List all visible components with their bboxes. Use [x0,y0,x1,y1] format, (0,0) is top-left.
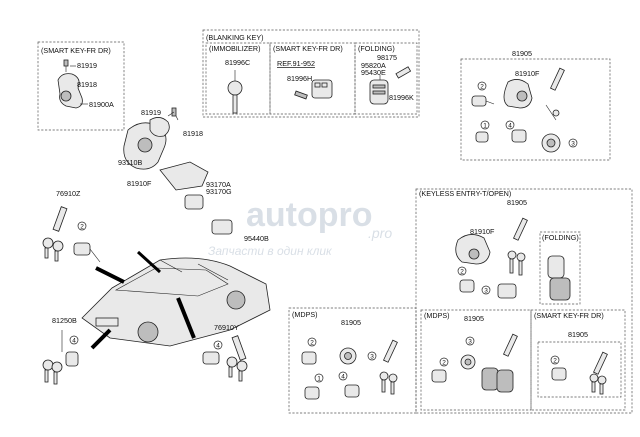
group-title-mdps-left: (MDPS) [292,310,318,319]
group-title-smart-key-fr-dr-mid: (SMART KEY-FR DR) [273,44,343,53]
part-93110b: 93110B [118,158,142,167]
group-title-smart-key-fr-dr-top: (SMART KEY-FR DR) [41,46,111,55]
callout-4-trunk: 4 [72,338,76,345]
callout-3-mdps-left: 3 [370,354,374,361]
callout-4-mdps-left: 4 [341,374,345,381]
part-81900a: 81900A [89,100,114,109]
box-blanking-key [202,29,420,118]
box-top-right-set [460,58,611,161]
callout-2-left: 2 [80,224,84,231]
part-98175: 98175 [377,53,397,62]
part-81919-center: 81919 [141,108,161,117]
group-title-keyless-entry: (KEYLESS ENTRY-T/OPEN) [419,189,511,198]
part-81918-top: 81918 [77,80,97,89]
group-title-mdps-mid: (MDPS) [424,311,450,320]
callout-3-keyless: 3 [484,288,488,295]
door-lock-right [202,335,248,382]
part-81996h: 81996H [287,74,312,83]
part-76910y: 76910Y [214,323,239,332]
callout-2-tr: 2 [480,84,484,91]
part-81905-top-right: 81905 [512,49,532,58]
watermark: autopro .pro Запчасти в один клик [208,196,392,258]
part-93170a: 93170A [206,180,231,189]
group-title-immobilizer: (IMMOBILIZER) [209,44,261,53]
box-folding-inner [539,231,581,305]
box-keyless-entry [415,188,633,414]
box-folding-top [354,42,418,115]
callout-4-car: 4 [216,343,220,350]
group-title-smart-key-fr-dr-bottom: (SMART KEY-FR DR) [534,311,604,320]
callout-3-tr: 3 [571,141,575,148]
part-81905-keyless: 81905 [507,198,527,207]
box-immobilizer [205,42,271,115]
watermark-brand: autopro [246,196,373,234]
group-title-blanking-key: (BLANKING KEY) [206,33,264,42]
part-81910f-center: 81910F [127,179,152,188]
part-81996c: 81996C [225,58,250,67]
part-81250b: 81250B [52,316,77,325]
box-mdps-left [288,307,417,414]
top-right-set-parts [471,67,565,153]
group-title-folding-top: (FOLDING) [358,44,395,53]
part-93170g: 93170G [206,187,232,196]
part-81996k: 81996K [389,93,414,102]
callout-4-tr: 4 [508,123,512,130]
ref-91-952: REF.91-952 [277,59,315,68]
box-smart-key-inner [537,341,622,398]
part-81910f-keyless: 81910F [470,227,495,236]
mdps-mid-parts [431,333,518,393]
callout-3-mdps-mid: 3 [468,339,472,346]
trunk-lock [42,330,79,385]
part-76910z: 76910Z [56,189,81,198]
callout-2-smart-bottom: 2 [553,358,557,365]
box-smart-key-fr-dr-bottom [530,309,626,411]
callout-1-tr: 1 [483,123,487,130]
part-95820a: 95820A [361,61,386,70]
callout-1-mdps-left: 1 [317,376,321,383]
part-81905-mdps-mid: 81905 [464,314,484,323]
watermark-suffix: .pro [368,225,392,241]
vehicle-illustration [81,250,271,350]
box-smart-key-fr-dr-top [37,41,125,131]
callout-2-mdps-left: 2 [310,340,314,347]
part-81918-center: 81918 [183,129,203,138]
smart-key-bottom-parts [551,351,608,395]
part-81905-smart-bottom: 81905 [568,330,588,339]
part-81905-mdps-left: 81905 [341,318,361,327]
part-95440b: 95440B [244,234,269,243]
ignition-assembly [123,107,233,235]
box-mdps-mid [420,309,532,411]
mdps-left-parts [301,339,398,400]
box-smart-key-fr-dr-mid [269,42,356,115]
door-lock-left [42,206,101,263]
callout-2-mdps-mid: 2 [442,360,446,367]
keyless-entry-parts [455,217,571,301]
smart-key-top-parts [57,59,88,109]
group-title-folding-inner: (FOLDING) [542,233,579,242]
part-81919-top: 81919 [77,61,97,70]
watermark-tagline: Запчасти в один клик [208,244,333,258]
callout-2-keyless: 2 [460,269,464,276]
part-81910f-top-right: 81910F [515,69,540,78]
part-95430e: 95430E [361,68,386,77]
blanking-key-parts [227,66,412,114]
